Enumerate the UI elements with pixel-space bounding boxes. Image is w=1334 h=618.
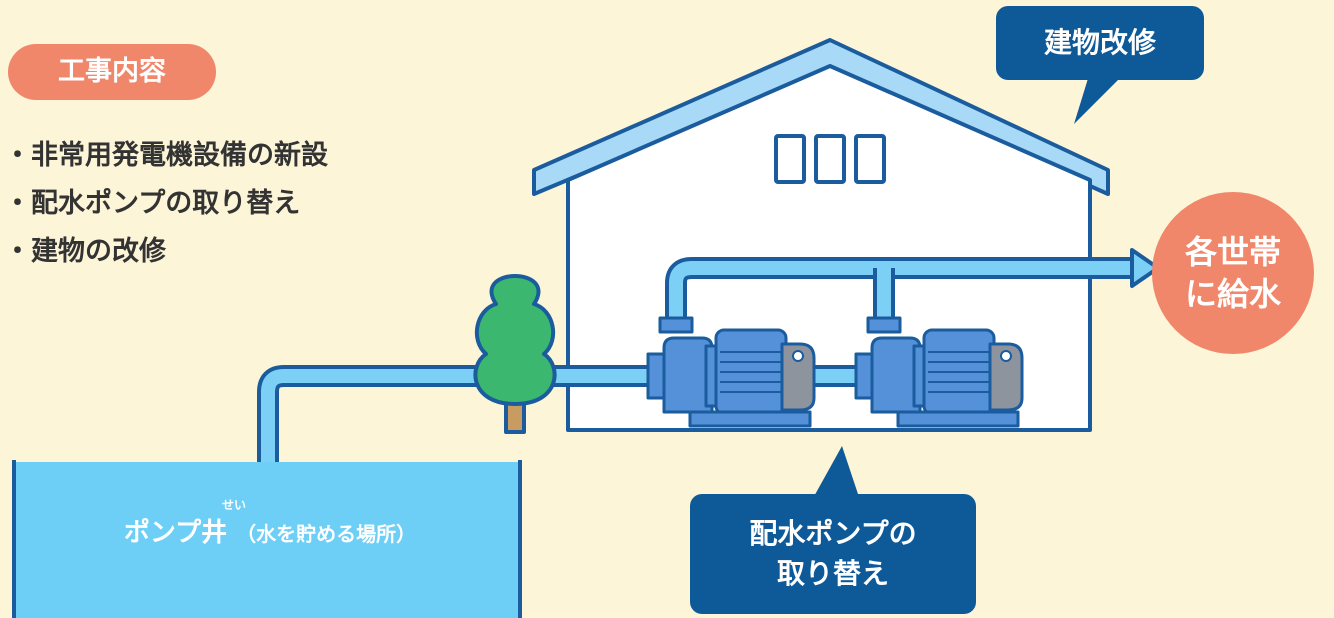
work-item: 建物の改修	[4, 228, 328, 276]
pump-callout: 配水ポンプの 取り替え	[690, 494, 976, 614]
work-item: 非常用発電機設備の新設	[4, 132, 328, 180]
pump-well-ruby: せい	[222, 498, 247, 512]
pump-callout-line2: 取り替え	[776, 557, 889, 590]
work-item: 配水ポンプの取り替え	[4, 180, 328, 228]
work-title-badge: 工事内容	[8, 44, 216, 100]
supply-arrow-head	[1130, 248, 1160, 288]
supply-line1: 各世帯	[1184, 233, 1281, 271]
pump-well-label: せい ポンプ井 （水を貯める場所）	[60, 498, 480, 549]
work-title: 工事内容	[58, 56, 166, 87]
supply-circle: 各世帯 に給水	[1152, 192, 1314, 354]
building-callout-tail	[1074, 72, 1126, 124]
pump-callout-line1: 配水ポンプの	[749, 517, 917, 550]
pump-well-note: （水を貯める場所）	[236, 522, 417, 546]
pump-2	[854, 316, 1024, 428]
house-windows	[774, 134, 886, 184]
tree	[473, 274, 557, 434]
pump-well-name: ポンプ井	[123, 518, 228, 548]
building-callout-label: 建物改修	[1043, 26, 1156, 59]
pump-well-water	[14, 462, 520, 618]
pump-callout-tail	[812, 446, 860, 500]
pump-well-walls	[12, 460, 522, 618]
supply-line2: に給水	[1184, 275, 1281, 313]
building-callout: 建物改修	[996, 6, 1204, 80]
work-item-list: 非常用発電機設備の新設 配水ポンプの取り替え 建物の改修	[4, 132, 328, 276]
pump-1	[646, 316, 816, 428]
